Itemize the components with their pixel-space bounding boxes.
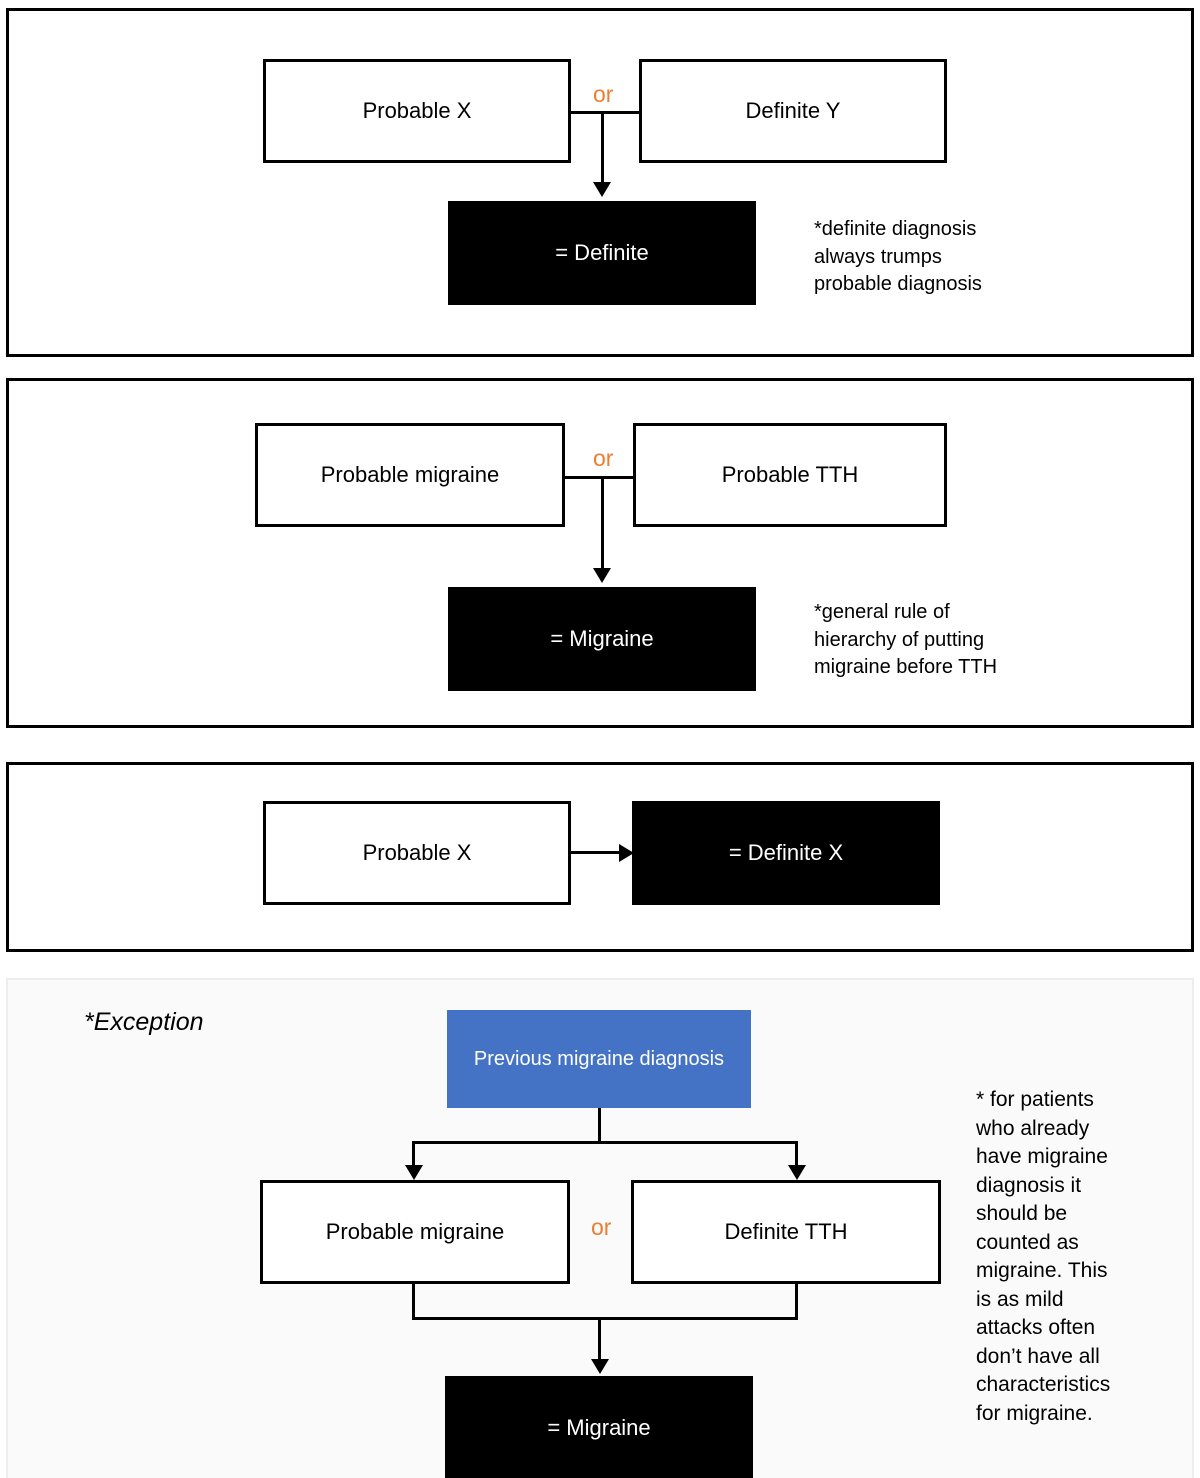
- note-definite-trumps-probable: *definite diagnosis always trumps probab…: [814, 218, 982, 296]
- note-exception: * for patients who already have migraine…: [976, 1088, 1111, 1426]
- panel-definite-trumps-probable: Probable X or Definite Y = Definite *def…: [6, 8, 1194, 357]
- or-label: or: [593, 445, 614, 471]
- node-definite-y: Definite Y: [639, 59, 947, 163]
- node-result-definite: = Definite: [448, 201, 756, 305]
- panel-probable-to-definite: Probable X = Definite X: [6, 762, 1194, 952]
- connector-vertical-right: [795, 1141, 798, 1167]
- connector-merge-left: [412, 1284, 415, 1320]
- connector-vertical: [601, 476, 604, 570]
- connector-horizontal: [565, 476, 633, 479]
- connector-vertical-to-result: [598, 1317, 601, 1362]
- connector-merge-right: [795, 1284, 798, 1320]
- arrow-down-icon-right: [788, 1165, 806, 1180]
- node-previous-migraine-diagnosis: Previous migraine diagnosis: [447, 1010, 751, 1108]
- node-probable-migraine: Probable migraine: [260, 1180, 570, 1284]
- arrow-down-icon: [593, 182, 611, 197]
- node-result-migraine: = Migraine: [448, 587, 756, 691]
- connector-split-horizontal: [412, 1141, 798, 1144]
- or-label: or: [591, 1214, 612, 1240]
- exception-label: *Exception: [84, 1008, 204, 1036]
- connector-vertical-from-source: [598, 1108, 601, 1144]
- connector-merge-horizontal: [412, 1317, 798, 1320]
- node-result-definite-x: = Definite X: [632, 801, 940, 905]
- node-probable-tth: Probable TTH: [633, 423, 947, 527]
- node-probable-x: Probable X: [263, 59, 571, 163]
- note-migraine-hierarchy: *general rule of hierarchy of putting mi…: [814, 601, 998, 679]
- panel-migraine-hierarchy: Probable migraine or Probable TTH = Migr…: [6, 378, 1194, 728]
- panel-exception: *Exception Previous migraine diagnosis P…: [6, 978, 1194, 1478]
- arrow-right-icon: [619, 844, 634, 862]
- connector-vertical-left: [412, 1141, 415, 1167]
- arrow-down-icon: [593, 568, 611, 583]
- node-probable-migraine: Probable migraine: [255, 423, 565, 527]
- arrow-down-icon-result: [591, 1359, 609, 1374]
- arrow-down-icon-left: [405, 1165, 423, 1180]
- connector-horizontal: [571, 851, 623, 854]
- connector-horizontal: [571, 111, 639, 114]
- connector-vertical: [601, 111, 604, 184]
- node-probable-x: Probable X: [263, 801, 571, 905]
- node-result-migraine: = Migraine: [445, 1376, 753, 1478]
- or-label: or: [593, 81, 614, 107]
- node-definite-tth: Definite TTH: [631, 1180, 941, 1284]
